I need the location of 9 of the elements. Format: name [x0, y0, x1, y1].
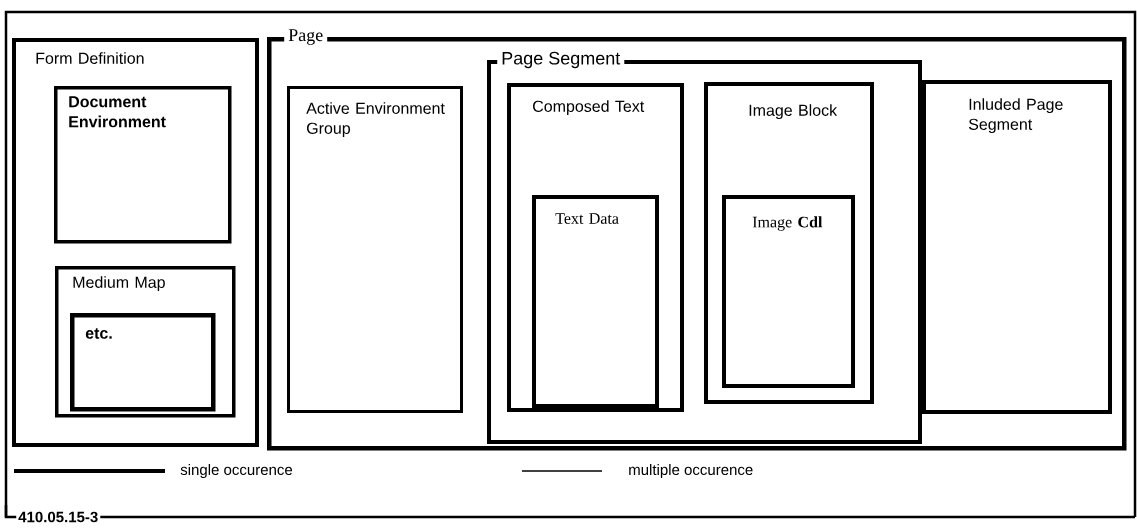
nested-box: etc.	[70, 313, 216, 412]
nested-box: Document Environment	[54, 86, 232, 244]
nested-box: Inluded Page Segment	[922, 80, 1112, 414]
nested-box: Image Cdl	[722, 195, 855, 388]
nested-box: Text Data	[532, 195, 659, 408]
legend-text: single occurence	[180, 464, 293, 478]
legend-text: multiple occurence	[629, 464, 753, 478]
nested-box: Active Environment Group	[287, 86, 463, 413]
figure-number: 410.05.15-3	[18, 511, 98, 523]
